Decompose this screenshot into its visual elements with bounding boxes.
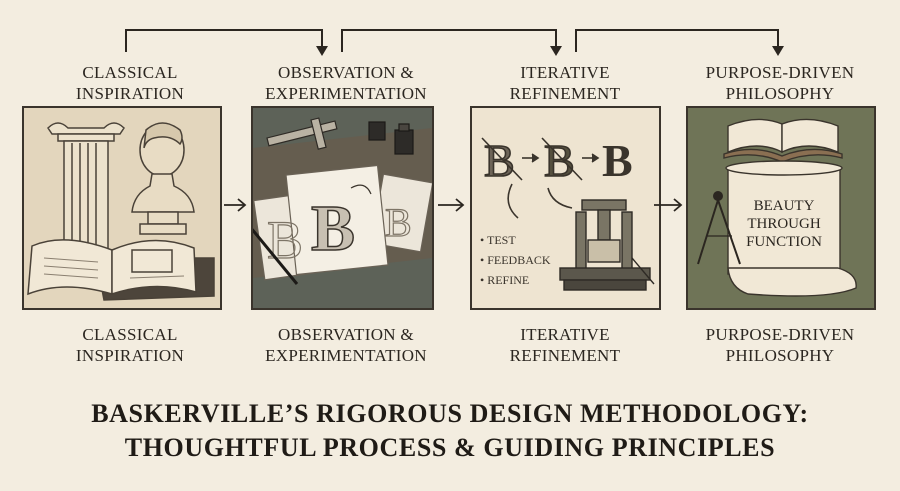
ink-bottle-icon [368,121,414,155]
step2-top-label: OBSERVATION &EXPERIMENTATION [265,63,427,103]
note-test: • TEST [480,233,516,247]
observation-panel: B B B [251,106,434,310]
open-book-icon [723,118,843,163]
diagram-title-line1: BASKERVILLE’S RIGOROUS DESIGN METHODOLOG… [91,399,809,428]
open-book-icon [27,239,215,301]
iterative-refinement-panel: B B B • TEST • FEEDBACK • REFINE [470,106,661,310]
svg-text:B: B [267,210,303,270]
svg-text:B: B [385,200,412,245]
compass-icon [697,191,741,265]
svg-text:B: B [311,192,355,265]
letter-iterations: B B B [481,134,633,219]
scroll-text-line2: THROUGH [747,216,820,232]
step2-bottom-label: OBSERVATION &EXPERIMENTATION [265,325,427,365]
svg-text:B: B [602,135,633,186]
scroll-icon [725,160,857,297]
printing-press-icon [559,199,655,291]
diagram-title-line2: THOUGHTFUL PROCESS & GUIDING PRINCIPLES [124,433,776,462]
scroll-text-line1: BEAUTY [754,198,815,214]
scroll-text-line3: FUNCTION [746,234,822,250]
note-feedback: • FEEDBACK [480,253,551,267]
svg-text:B: B [544,135,575,186]
step-arrows [224,198,683,212]
pen-icon [253,228,299,285]
flow-connectors [125,29,784,56]
letter-sketch-sheets: B B B [253,164,432,281]
svg-text:B: B [484,135,515,186]
purpose-panel: BEAUTY THROUGH FUNCTION [686,106,876,310]
classical-bust-icon [131,122,195,235]
refinement-notes: • TEST • FEEDBACK • REFINE [480,233,551,287]
classical-inspiration-panel [22,106,222,310]
calipers-icon [266,117,338,150]
note-refine: • REFINE [480,273,529,287]
